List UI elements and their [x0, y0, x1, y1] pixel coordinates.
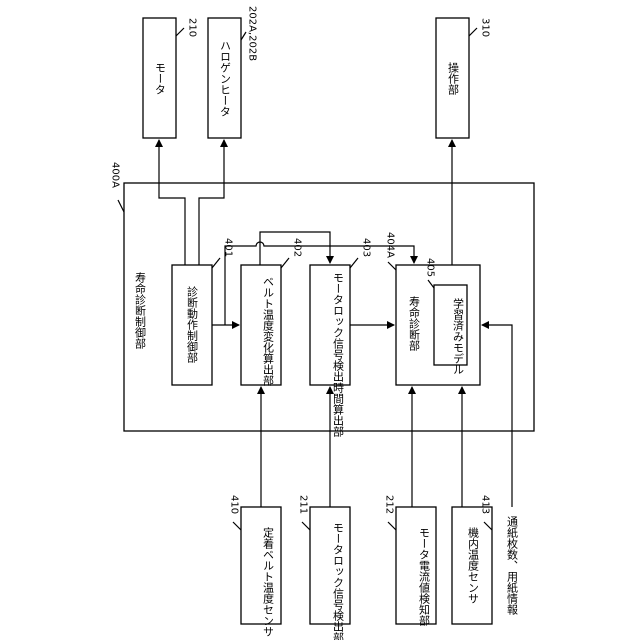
paper-info-note: 通紙枚数、用紙情報: [506, 516, 519, 616]
ref-211: 211: [298, 495, 309, 514]
ref-400a: 400A: [110, 162, 121, 188]
ref-410: 410: [229, 495, 240, 514]
trained-model-label: 学習済みモデル: [452, 297, 465, 375]
ref-402: 402: [292, 238, 303, 257]
ref-202: 202A,202B: [247, 6, 258, 61]
leader-202: [241, 32, 246, 40]
belt-temp-change-label: ベルト温度変化算出部: [262, 276, 275, 386]
diagnosis-operation-label: 診断動作制御部: [186, 285, 199, 363]
motor-label: モータ: [154, 62, 167, 95]
motor-lock-time-label: モータロック信号検出時間算出部: [332, 272, 345, 437]
leader-211: [302, 522, 310, 530]
leader-310: [469, 28, 477, 36]
leader-212: [388, 522, 396, 530]
operation-panel-label: 操作部: [447, 61, 460, 95]
ref-404a: 404A: [385, 232, 396, 258]
motor-current-label: モータ電流値検知部: [418, 527, 431, 626]
ref-401: 401: [223, 238, 234, 257]
outer-title: 寿命診断制御部: [134, 271, 147, 349]
ref-212: 212: [384, 495, 395, 514]
ref-413: 413: [480, 495, 491, 514]
leader-410: [233, 522, 241, 530]
ref-405: 405: [425, 258, 436, 277]
ref-403: 403: [361, 238, 372, 257]
ref-310: 310: [480, 18, 491, 37]
lifetime-diagnosis-label: 寿命診断部: [408, 295, 421, 351]
motor-lock-detector-label: モータロック信号検出部: [332, 522, 345, 640]
internal-temp-label: 機内温度センサ: [467, 526, 480, 604]
leader-400a: [118, 200, 124, 212]
fixing-belt-sensor-label: 定着ベルト温度センサ: [262, 526, 275, 637]
halogen-heater-label: ハロゲンヒータ: [219, 40, 232, 117]
ref-210: 210: [187, 18, 198, 37]
leader-210: [176, 28, 184, 36]
